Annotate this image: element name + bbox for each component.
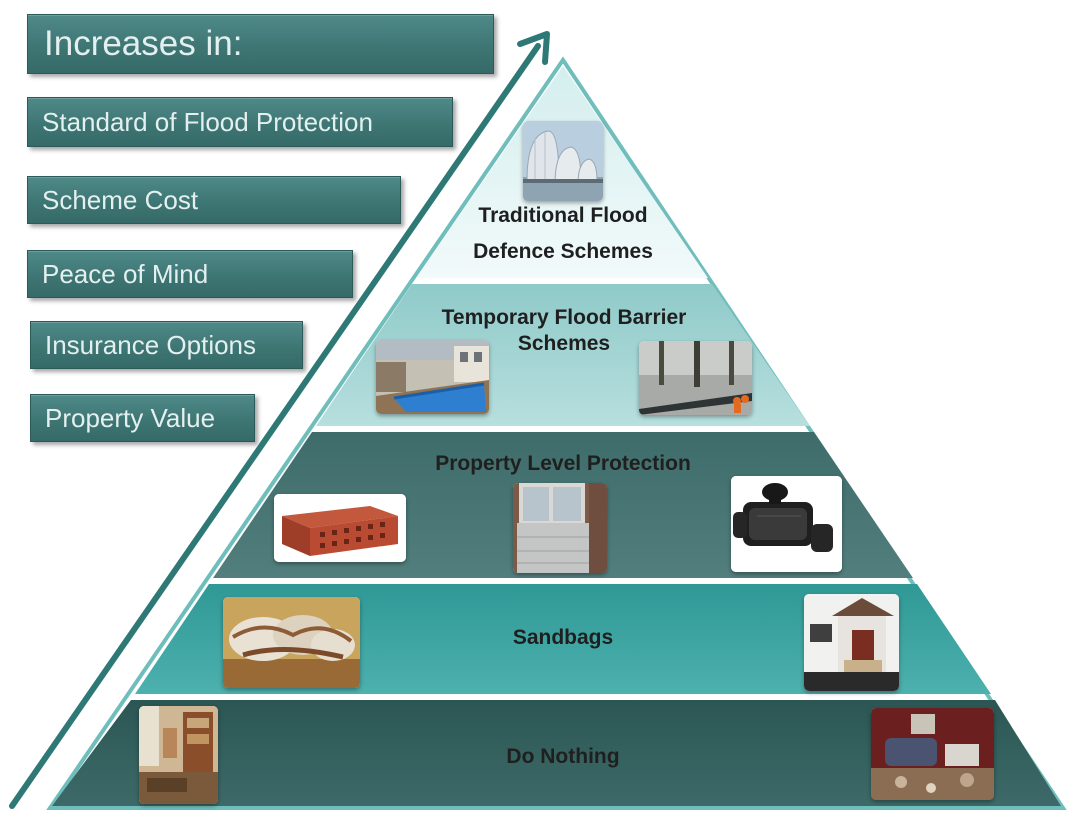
increase-item-scheme-cost: Scheme Cost (27, 176, 401, 224)
photo-flooded-room-left (139, 706, 218, 804)
increase-item-flood-protection: Standard of Flood Protection (27, 97, 453, 147)
tier-label-traditional: Traditional Flood Defence Schemes (423, 203, 703, 265)
photo-flood-door-barrier (513, 483, 607, 573)
photo-flooded-room-right (871, 708, 994, 800)
increases-heading: Increases in: (44, 24, 243, 63)
photo-air-brick (274, 494, 406, 562)
arrow-shaft (9, 43, 541, 809)
tier-label-line: Defence Schemes (473, 240, 653, 263)
tier-label-line: Sandbags (512, 626, 614, 649)
tier-label-line: Traditional Flood (478, 204, 648, 227)
photo-temporary-barrier-river (639, 341, 752, 415)
tier-label-temporary: Temporary Flood Barrier Schemes (404, 305, 724, 357)
increase-item-label: Standard of Flood Protection (42, 106, 373, 137)
tier-label-line: Do Nothing (506, 745, 620, 768)
tier-label-line: Property Level Protection (435, 452, 691, 475)
photo-sandbags (223, 597, 360, 688)
tier-label-sandbags: Sandbags (463, 625, 663, 651)
photo-sandbags-house (804, 594, 899, 691)
increase-item-insurance-options: Insurance Options (30, 321, 303, 369)
tier-do-nothing (52, 700, 1061, 806)
tier-label-property-level: Property Level Protection (383, 451, 743, 477)
tier-label-do-nothing: Do Nothing (463, 744, 663, 770)
increase-item-label: Property Value (45, 402, 216, 433)
photo-temporary-barrier-street (376, 340, 489, 414)
increase-item-label: Insurance Options (45, 329, 257, 360)
increase-item-property-value: Property Value (30, 394, 255, 442)
increase-item-label: Scheme Cost (42, 184, 199, 215)
tier-label-line: Temporary Flood Barrier (441, 306, 687, 329)
arrow-up-right-icon (517, 31, 550, 65)
photo-thames-barrier (523, 121, 603, 201)
photo-non-return-valve (731, 476, 842, 572)
tier-label-line: Schemes (517, 332, 611, 355)
increase-item-peace-of-mind: Peace of Mind (27, 250, 353, 298)
increases-heading-box: Increases in: (27, 14, 494, 74)
increase-item-label: Peace of Mind (42, 258, 209, 289)
